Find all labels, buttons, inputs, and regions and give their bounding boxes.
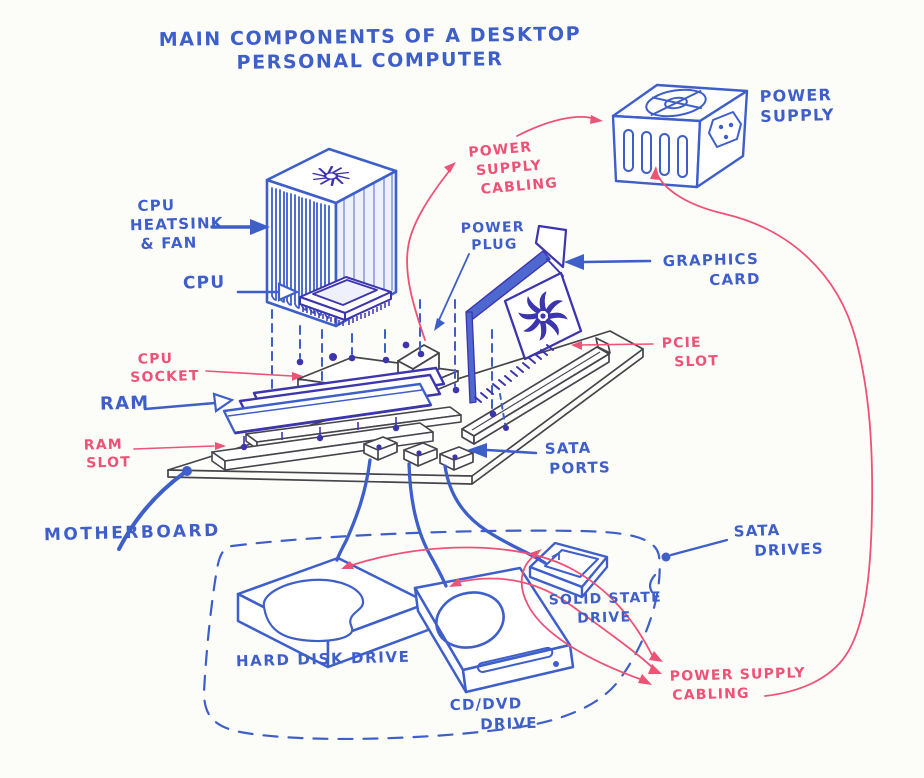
power-cables-sketch — [348, 116, 874, 697]
label-line: POWER — [460, 219, 525, 237]
label-line: SOCKET — [130, 368, 200, 386]
cpu-pins — [302, 301, 390, 326]
pink-pointer-lines — [133, 343, 654, 450]
ram-slot-sketch — [211, 406, 462, 471]
label-power-supply-cabling-bottom: POWER SUPPLY CABLING — [670, 664, 807, 706]
ram-pins — [240, 417, 400, 451]
power-supply-sketch — [611, 83, 749, 189]
label-line: & FAN — [140, 233, 198, 253]
gpu-edge-fins — [474, 344, 554, 403]
label-cd-dvd-drive: CD/DVD DRIVE — [449, 693, 538, 735]
psu-vents — [623, 129, 688, 178]
cdrom-sketch — [413, 566, 575, 694]
label-line: RAM — [83, 436, 124, 454]
label-cpu: CPU — [182, 272, 226, 294]
power-cable-arrowheads — [341, 115, 663, 685]
label-line: SUPPLY — [760, 105, 835, 126]
label-line: CPU — [137, 350, 174, 368]
pink-pointer-arrowheads — [215, 341, 582, 450]
label-pcie-slot: PCIE SLOT — [662, 333, 720, 372]
label-cpu-socket: CPU SOCKET — [130, 349, 200, 387]
heatsink-fan-icon — [312, 165, 350, 187]
label-power-plug: POWER PLUG — [461, 219, 526, 255]
label-sata-ports: SATA PORTS — [544, 437, 612, 479]
hdd-sketch — [236, 556, 430, 669]
cd-slot-icon — [476, 646, 554, 673]
psu-socket-icon — [708, 111, 742, 148]
pcie-slot-sketch — [461, 337, 611, 445]
sata-cables-sketch — [335, 458, 547, 588]
label-line: SATA — [544, 438, 592, 458]
label-line: SLOT — [86, 454, 132, 472]
label-solid-state-drive: SOLID STATE DRIVE — [549, 589, 663, 630]
sata-ports-sketch — [363, 436, 474, 471]
label-line: CARD — [709, 269, 761, 290]
label-ram: RAM — [99, 392, 150, 415]
label-cpu-heatsink-fan: CPU HEATSINK & FAN — [129, 195, 224, 254]
ssd-sketch — [528, 541, 609, 599]
label-line: CABLING — [672, 685, 750, 704]
label-line: PLUG — [471, 236, 518, 254]
label-power-supply: POWER SUPPLY — [759, 85, 834, 127]
label-line: CPU — [137, 196, 176, 216]
label-line: POWER SUPPLY — [669, 665, 807, 685]
ram-sticks-sketch — [222, 366, 446, 435]
label-line: HEATSINK — [129, 213, 224, 235]
label-power-supply-cabling-top: POWER SUPPLY CABLING — [468, 136, 559, 200]
label-line: POWER — [759, 85, 833, 106]
label-line: PCIE — [661, 334, 703, 352]
graphics-card-sketch — [465, 224, 583, 404]
hdd-platter-icon — [262, 578, 365, 643]
blue-annotation-arrows — [117, 219, 729, 594]
label-line: PORTS — [549, 458, 612, 478]
label-line: CD/DVD — [449, 694, 523, 715]
cd-disc-icon — [435, 591, 505, 649]
label-line: SLOT — [674, 353, 720, 371]
label-sata-drives: SATA DRIVES — [733, 518, 824, 561]
sata-drives-boundary — [202, 529, 661, 741]
gpu-fan-icon — [518, 291, 568, 341]
label-line: DRIVES — [754, 539, 825, 560]
cpu-chip-sketch — [299, 276, 392, 326]
psu-fan-icon — [645, 88, 707, 118]
label-line: SOLID STATE — [548, 589, 663, 609]
label-graphics-card: GRAPHICS CARD — [662, 249, 761, 292]
label-ram-slot: RAM SLOT — [84, 435, 132, 472]
label-line: DRIVE — [480, 713, 538, 734]
label-line: DRIVE — [577, 609, 632, 627]
label-line: GRAPHICS — [662, 249, 760, 271]
